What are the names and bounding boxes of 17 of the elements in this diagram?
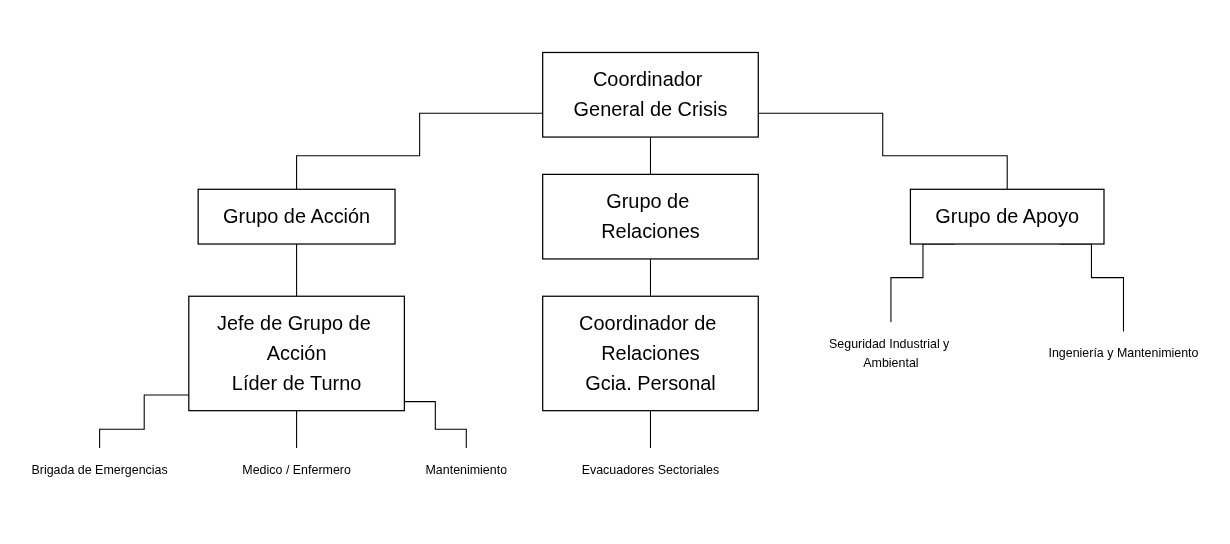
node-text: Brigada de Emergencias — [31, 462, 168, 477]
node-box: Coordinador de Relaciones Gcia. Personal — [542, 295, 759, 412]
connector — [649, 258, 651, 297]
node-text: Mantenimiento — [425, 462, 508, 477]
node-box: Coordinador General de Crisis — [542, 51, 759, 138]
connector — [296, 410, 298, 449]
node-box: Grupo de Apoyo — [909, 188, 1105, 245]
node-box: Grupo de Relaciones — [542, 173, 759, 260]
connector — [649, 136, 651, 175]
node-box: Grupo de Acción — [197, 188, 396, 245]
connector — [296, 243, 298, 297]
node-text: Seguridad Industrial y Ambiental — [829, 336, 950, 370]
connector — [649, 410, 651, 449]
node-text: Ingeniería y Mantenimiento — [1048, 345, 1199, 360]
node-box: Jefe de Grupo de Acción Líder de Turno — [188, 295, 405, 412]
node-text: Evacuadores Sectoriales — [581, 462, 720, 477]
node-text: Medico / Enfermero — [242, 462, 351, 477]
